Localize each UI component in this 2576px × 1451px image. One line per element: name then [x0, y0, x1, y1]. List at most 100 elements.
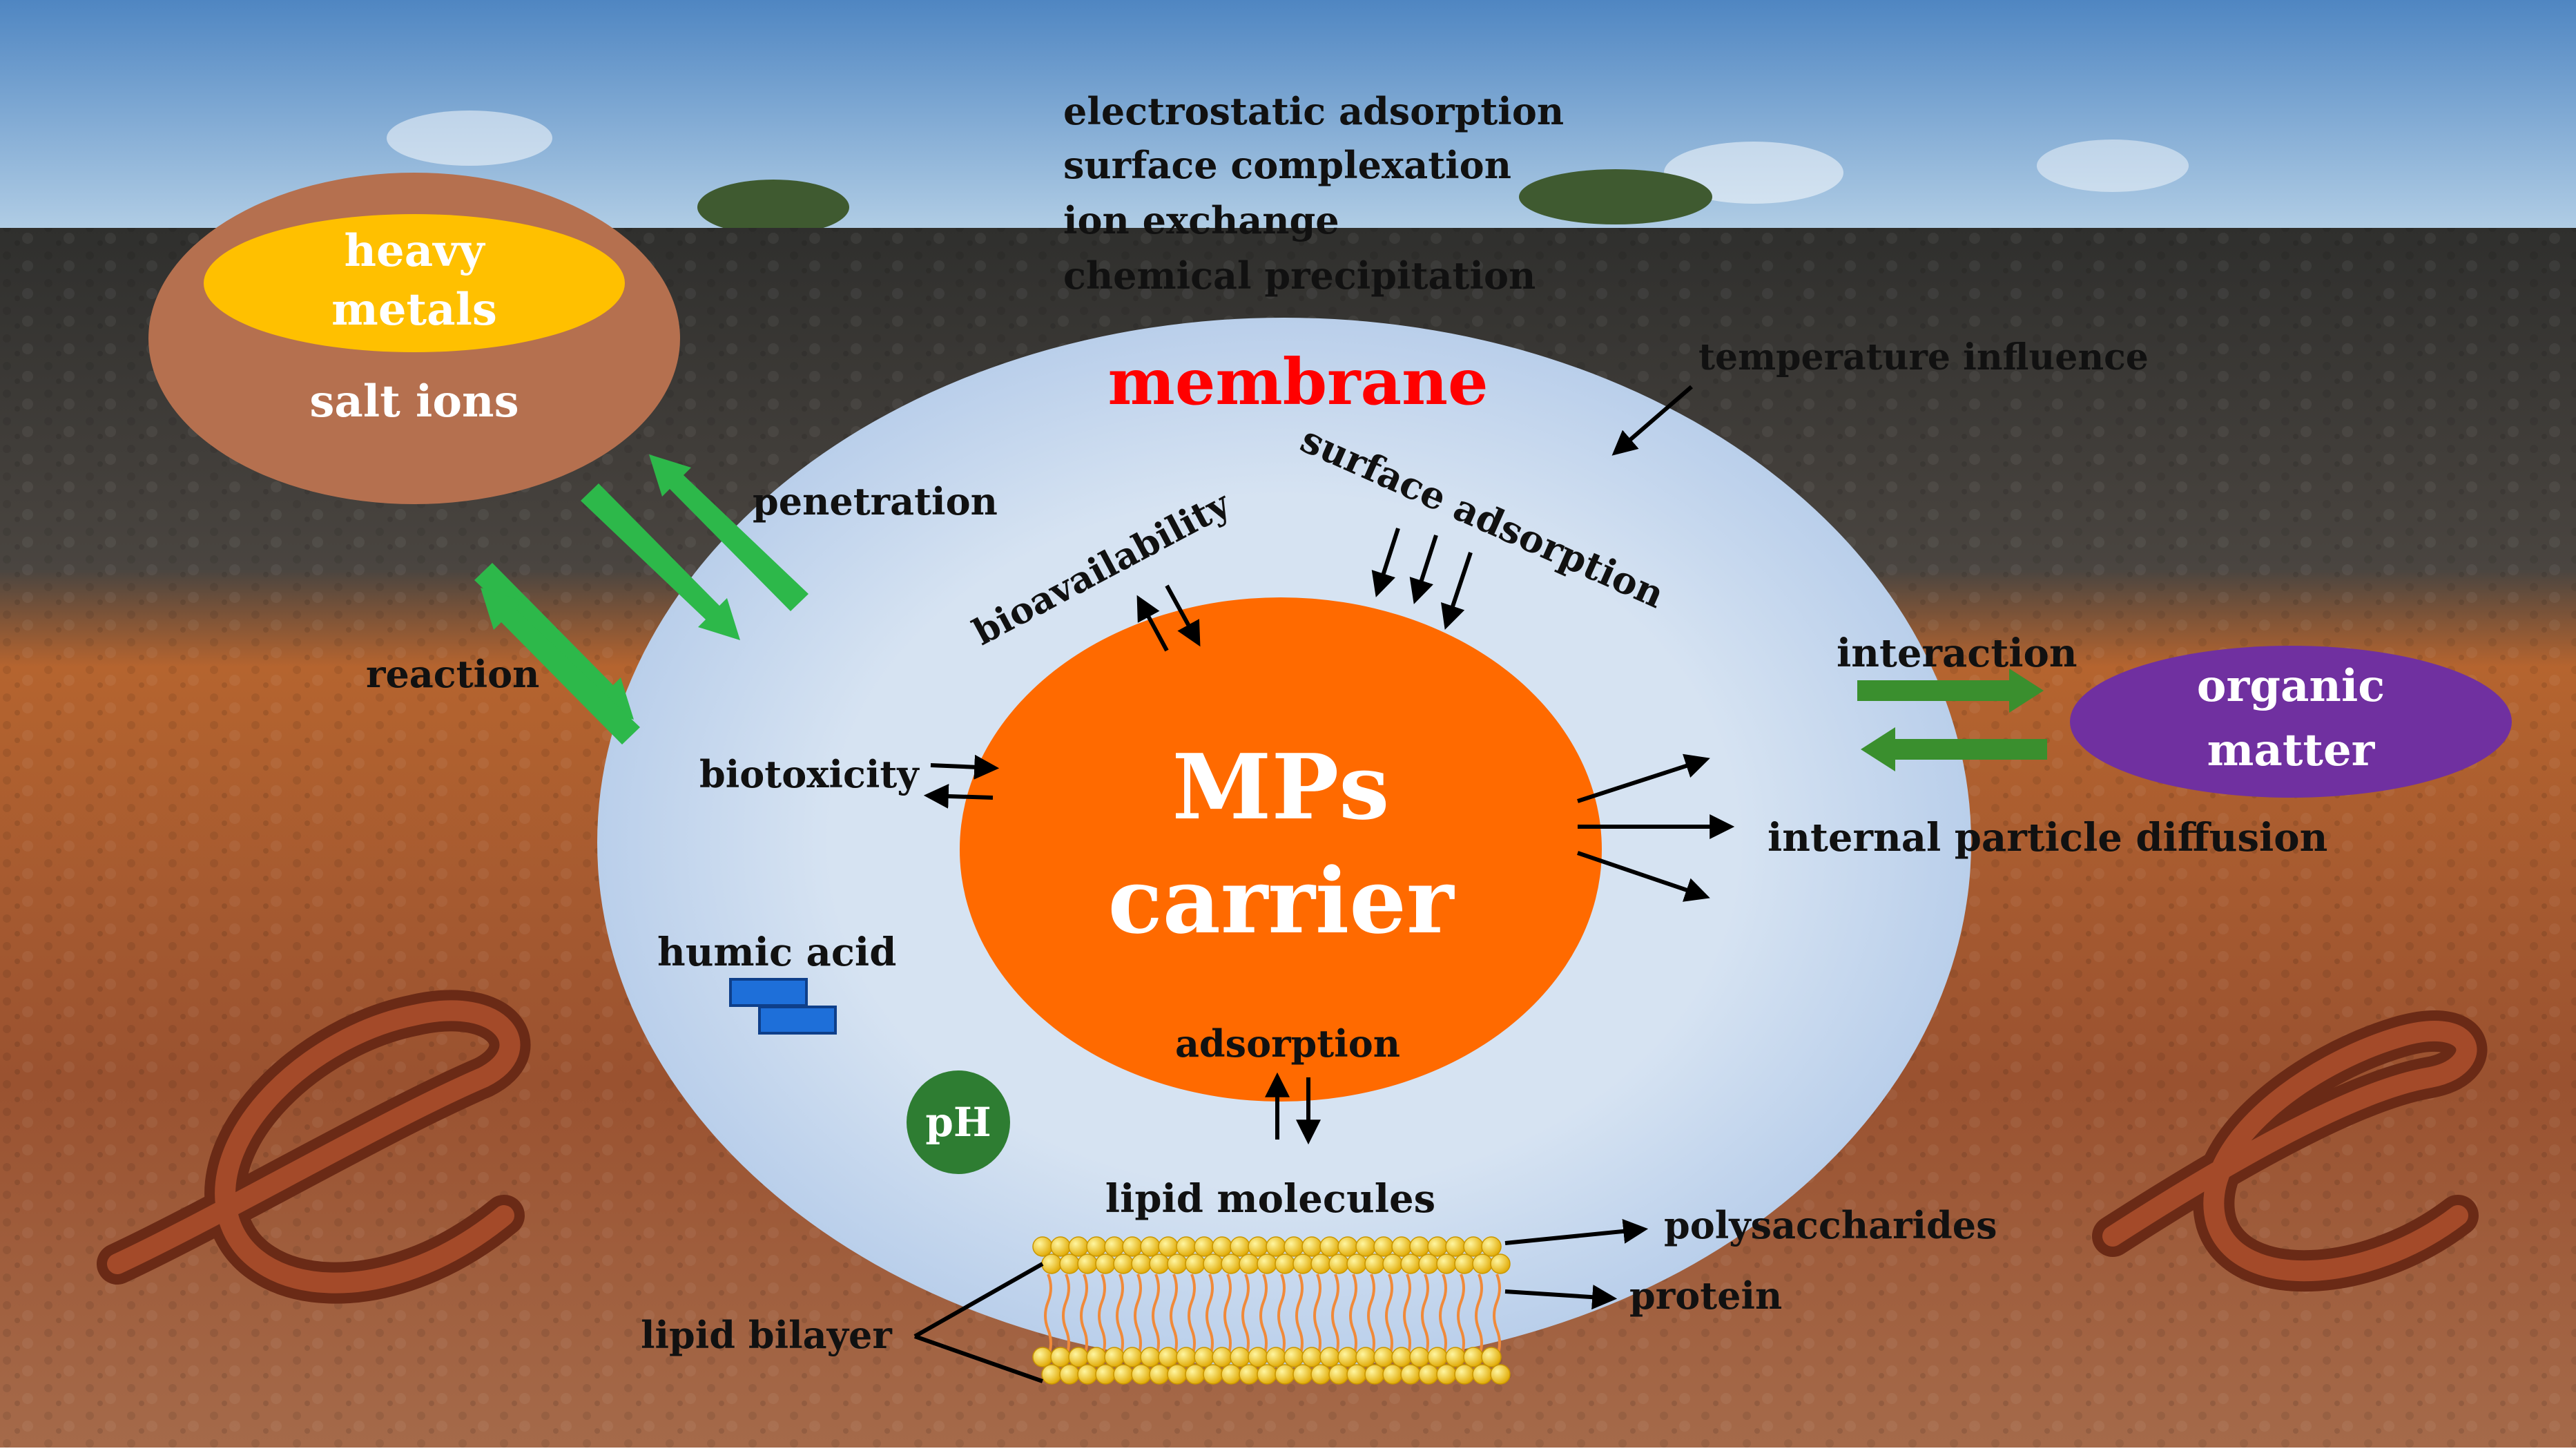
lipid-head [1239, 1364, 1259, 1385]
ph-circle [907, 1070, 1010, 1174]
mechanism-label: chemical precipitation [1063, 253, 1536, 298]
lipid-tail [1439, 1274, 1447, 1358]
lipid-head [1059, 1364, 1080, 1385]
lipid-tail [1403, 1274, 1411, 1358]
protein-arrow-icon [1504, 1285, 1618, 1310]
membrane-label: membrane [1107, 345, 1488, 419]
lipid-head [1194, 1347, 1214, 1367]
lipid-head [1373, 1236, 1394, 1257]
black-arrows [923, 385, 1735, 1310]
lipid-tail [1259, 1274, 1268, 1358]
lipid-head [1292, 1253, 1313, 1274]
humic-acid-icon [729, 978, 837, 1035]
lipid-head [1275, 1253, 1295, 1274]
lipid-head [1454, 1364, 1475, 1385]
interaction-arrow-left-icon [1861, 727, 2047, 771]
diffusion-arrow-icon [1577, 753, 1710, 803]
lipid-head [1131, 1253, 1152, 1274]
lipid-head [1068, 1236, 1089, 1257]
heavy-metals-ellipse [204, 214, 625, 352]
lipid-head [1203, 1364, 1223, 1385]
lipid-head [1337, 1347, 1358, 1367]
lipid-head [1490, 1364, 1511, 1385]
lipid-head [1248, 1347, 1268, 1367]
adsorption-label: adsorption [1175, 1021, 1400, 1066]
lipid-head [1149, 1364, 1170, 1385]
lipid-tail [1475, 1274, 1483, 1358]
penetration-label: penetration [753, 479, 998, 523]
lipid-head [1454, 1253, 1475, 1274]
lipid-head [1364, 1364, 1385, 1385]
lipid-tail [1205, 1274, 1214, 1358]
lipid-head [1041, 1364, 1062, 1385]
lipid-head [1221, 1364, 1241, 1385]
lipid-head [1391, 1347, 1412, 1367]
bioavailability-arrow-icon [1165, 584, 1201, 647]
lipid-head [1472, 1253, 1493, 1274]
lipid-head [1095, 1364, 1116, 1385]
lipid-head [1490, 1253, 1511, 1274]
bidirectional-arrow-icon [481, 588, 640, 744]
lipid-head [1436, 1364, 1457, 1385]
lipid-head [1382, 1364, 1403, 1385]
lipid-head [1472, 1364, 1493, 1385]
lipid-tail [1367, 1274, 1375, 1358]
surface-adsorption-arrow-icon [1371, 528, 1400, 597]
carrier-label: MPs [1172, 734, 1390, 840]
lipid-head [1149, 1253, 1170, 1274]
polysaccharides-label: polysaccharides [1664, 1203, 1997, 1247]
lipid-head [1041, 1253, 1062, 1274]
lipid-head [1140, 1347, 1161, 1367]
lipid-head [1095, 1253, 1116, 1274]
organic-matter-label: matter [2207, 724, 2376, 776]
lipid-head [1131, 1364, 1152, 1385]
interaction-arrow-right-icon [1857, 669, 2044, 713]
lipid-tail [1421, 1274, 1429, 1358]
lipid-head [1400, 1253, 1421, 1274]
lipid-tail [1493, 1274, 1501, 1358]
bioavailability-arrow-icon [1136, 595, 1169, 652]
lipid-tail [1134, 1274, 1142, 1358]
tree [1519, 169, 1712, 224]
green-arrows [474, 454, 808, 744]
penetration-arrow-icon [649, 454, 808, 611]
lipid-head [1221, 1253, 1241, 1274]
lipid-head [1140, 1236, 1161, 1257]
lipid-tail [1349, 1274, 1357, 1358]
lipid-tail [1080, 1274, 1088, 1358]
lipid-head [1355, 1347, 1376, 1367]
heavy-metals-group [148, 173, 680, 504]
interaction-label: interaction [1837, 631, 2078, 676]
lipid-head [1032, 1236, 1053, 1257]
lipid-head [1248, 1236, 1268, 1257]
lipid-molecules-label: lipid molecules [1105, 1176, 1435, 1222]
lipid-head [1373, 1347, 1394, 1367]
lipid-head [1409, 1236, 1430, 1257]
salt-ions-label: salt ions [309, 376, 519, 427]
lipid-head [1122, 1236, 1143, 1257]
lipid-head [1158, 1347, 1179, 1367]
lipid-head [1122, 1347, 1143, 1367]
surface-adsorption-arrow-icon [1441, 552, 1473, 630]
biotoxicity-label: biotoxicity [699, 752, 920, 796]
cloud [2037, 140, 2189, 192]
lipid-head [1328, 1253, 1349, 1274]
tree [697, 180, 849, 235]
lipid-head [1113, 1253, 1134, 1274]
lipid-head [1481, 1347, 1502, 1367]
biotoxicity-arrow-icon [923, 783, 994, 809]
lipid-head [1230, 1347, 1250, 1367]
lipid-head [1310, 1364, 1331, 1385]
organic-matter-ellipse [2070, 646, 2512, 798]
lipid-head [1104, 1347, 1125, 1367]
mechanism-label: electrostatic adsorption [1063, 89, 1564, 133]
diffusion-arrow-icon [1577, 851, 1710, 902]
lipid-head [1212, 1347, 1232, 1367]
ph-label: pH [925, 1099, 991, 1146]
lipid-tail [1223, 1274, 1232, 1358]
mechanism-label: surface complexation [1063, 143, 1511, 187]
lipid-head [1346, 1253, 1367, 1274]
carrier-ellipse [960, 597, 1602, 1102]
